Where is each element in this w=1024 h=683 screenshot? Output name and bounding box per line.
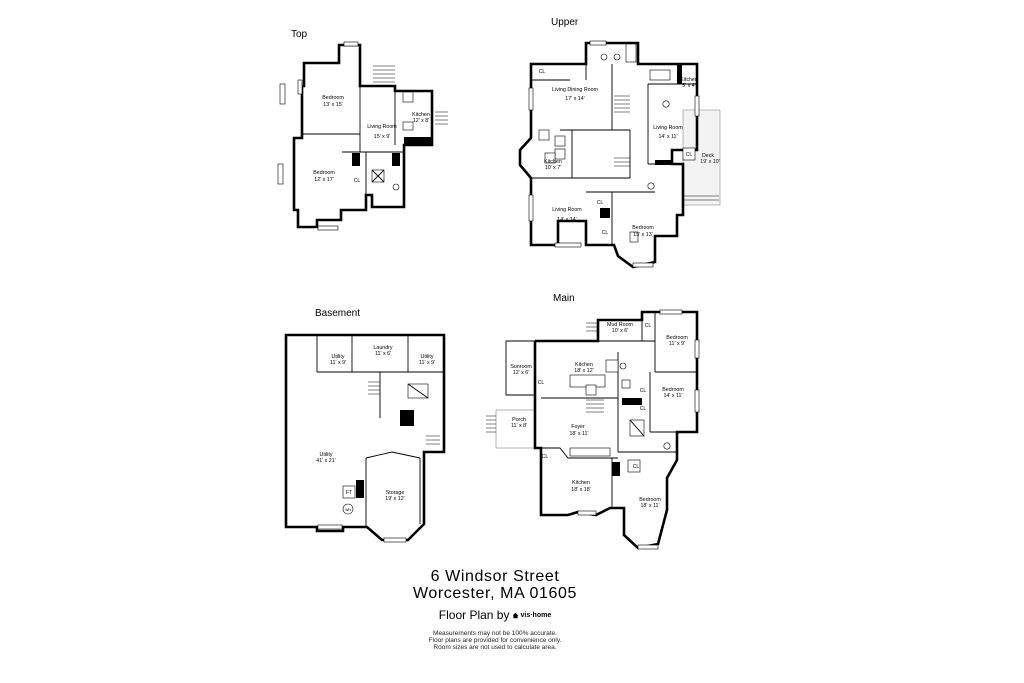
- floor-title-main: Main: [553, 293, 575, 304]
- fixture-label: FT: [346, 490, 352, 496]
- floor-main: Main: [486, 293, 700, 550]
- room-dims: 11' x 9': [330, 360, 346, 366]
- floor-title-upper: Upper: [551, 17, 579, 28]
- room-dims: 12' x 8': [413, 118, 429, 124]
- floor-upper: Upper: [518, 17, 721, 269]
- closet-label: CL: [354, 178, 361, 184]
- floor-basement: Basement Utility 11' x 9' Laundry 11' x …: [284, 308, 446, 543]
- room-dims: 19' x 12': [385, 496, 404, 502]
- room-name: Bedroom: [322, 95, 344, 101]
- room-dims: 5' x 4': [682, 83, 696, 89]
- room-name: Living Room: [552, 207, 582, 213]
- room-dims: 10' x 6': [612, 328, 628, 334]
- disclaimer-line: Measurements may not be 100% accurate.: [433, 630, 557, 637]
- closet-label: CL: [597, 200, 604, 206]
- floor-plan-credit: Floor Plan by vis·home: [380, 608, 610, 622]
- room-dims: 11' x 9': [669, 341, 685, 347]
- room-name: Laundry: [373, 345, 392, 351]
- room-dims: 18' x 18': [571, 487, 590, 493]
- room-name: Kitchen: [412, 112, 430, 118]
- room-name: Living Room: [653, 125, 683, 131]
- room-dims: 10' x 7': [545, 165, 561, 171]
- floor-title-basement: Basement: [315, 308, 360, 319]
- room-dims: 19' x 10': [700, 159, 719, 165]
- home-icon: [513, 612, 519, 618]
- room-name: Kitchen: [572, 480, 590, 486]
- room-name: Living Dining Room: [552, 87, 599, 93]
- closet-label: CL: [686, 152, 693, 158]
- closet-label: CL: [640, 406, 647, 412]
- room-dims: 13' x 15': [323, 102, 342, 108]
- room-dims: 18' x 11': [569, 431, 588, 437]
- brand-logo: vis·home: [512, 612, 551, 619]
- room-name: Kitchen: [680, 77, 698, 83]
- address-line-1: 6 Windsor Street: [430, 568, 560, 585]
- room-dims: 12' x 6': [513, 370, 529, 376]
- room-dims: 11' x 6': [375, 351, 391, 357]
- room-name: Mud Room: [607, 322, 633, 328]
- room-name: Bedroom: [313, 170, 335, 176]
- room-dims: 14' x 14': [557, 217, 576, 223]
- disclaimer: Measurements may not be 100% accurate. F…: [380, 630, 610, 652]
- room-name: Bedroom: [666, 335, 688, 341]
- address-line-2: Worcester, MA 01605: [412, 585, 578, 602]
- closet-label: CL: [538, 380, 545, 386]
- floor-title-top: Top: [291, 29, 308, 40]
- closet-label: CL: [539, 69, 546, 75]
- room-dims: 14' x 11': [658, 134, 677, 140]
- disclaimer-line: Floor plans are provided for convenience…: [428, 637, 562, 645]
- room-name: Porch: [512, 417, 526, 423]
- room-dims: 17' x 14': [565, 96, 584, 102]
- room-name: Living Room: [367, 124, 397, 130]
- room-dims: 15' x 13': [633, 232, 652, 238]
- room-name: Kitchen: [544, 159, 562, 165]
- room-name: Bedroom: [632, 225, 654, 231]
- room-dims: 18' x 11': [640, 503, 659, 509]
- closet-label: CL: [633, 464, 640, 470]
- room-name: Bedroom: [662, 387, 684, 393]
- room-name: Bedroom: [639, 497, 661, 503]
- room-name: Sunroom: [510, 364, 532, 370]
- closet-label: CL: [640, 388, 647, 394]
- room-name: Storage: [386, 490, 405, 496]
- closet-label: CL: [645, 323, 652, 329]
- brand-name: vis·home: [520, 611, 552, 619]
- room-name: Foyer: [571, 424, 585, 430]
- room-name: Utility: [320, 452, 333, 458]
- room-name: Utility: [332, 354, 345, 360]
- room-dims: 15' x 9': [374, 134, 390, 140]
- room-dims: 14' x 11': [663, 393, 682, 399]
- fixture-label: WH: [345, 508, 351, 512]
- closet-label: CL: [542, 454, 549, 460]
- disclaimer-line: Room sizes are not used to calculate are…: [433, 644, 557, 652]
- floor-plan-by-label: Floor Plan by: [438, 608, 510, 622]
- room-name: Deck: [702, 153, 714, 159]
- room-name: Utility: [421, 354, 434, 360]
- room-dims: 41' x 21': [316, 458, 335, 464]
- closet-label: CL: [602, 230, 609, 236]
- room-dims: 18' x 12': [574, 368, 593, 374]
- room-dims: 11' x 8': [511, 423, 527, 429]
- room-dims: 11' x 9': [419, 360, 435, 366]
- room-dims: 12' x 17': [314, 177, 333, 183]
- floor-top: Top Bedroom 13' x 15' Living Room 15' x: [277, 29, 448, 231]
- room-name: Kitchen: [575, 362, 593, 368]
- footer: 6 Windsor Street Worcester, MA 01605 Flo…: [380, 568, 610, 652]
